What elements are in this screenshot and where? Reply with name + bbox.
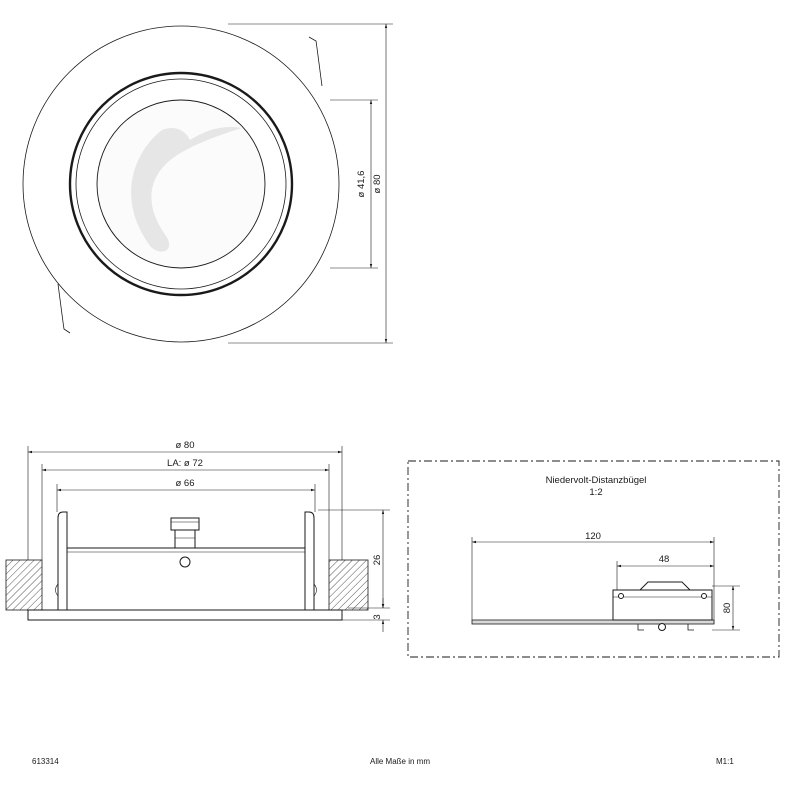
spring-right [304,511,315,611]
bracket-housing [612,589,713,621]
bracket-pin [658,623,666,631]
bracket-screw-right [701,593,707,599]
detail-scale: 1:2 [589,487,602,498]
outer-flange-circle [22,25,340,343]
top-view: ø 41,6 ø 80 [22,23,393,344]
terminal-block-base [174,529,196,549]
footer: 613314 Alle Maße in mm M1:1 [32,757,734,766]
spring-clip-top-right [308,36,323,87]
dim-label-length: 120 [585,531,601,542]
article-number: 613314 [32,757,59,766]
bracket-plate [471,619,715,625]
spring-left-hook [55,583,59,597]
side-view: ø 80 LA: ø 72 ø 66 26 3 [5,440,390,632]
bracket-housing-top [638,581,692,591]
trim-ring-inner [75,78,287,290]
ceiling-section-right [328,559,369,611]
spring-right-hook [313,583,317,597]
cable-hole [179,556,191,568]
dim-label-flange: 3 [372,614,383,619]
drawing-scale: M1:1 [716,757,734,766]
fixture-flange [27,609,343,621]
spring-left [57,511,68,611]
terminal-block-top [170,517,200,531]
detail-frame [407,460,780,658]
dim-label-height-detail: 80 [722,603,733,614]
dim-label-glass: ø 41,6 [356,171,367,198]
dim-label-side-80: ø 80 [175,440,194,451]
bracket-screw-left [618,593,624,599]
dim-label-outer: ø 80 [372,174,383,193]
dim-label-height: 26 [372,555,383,566]
dim-label-body: ø 66 [175,478,194,489]
bracket-clip-left [637,624,644,631]
bracket-clip-right [687,624,694,631]
dim-label-width: 48 [659,554,670,565]
glass-lens [96,99,266,269]
trim-ring-outer [68,71,294,297]
ceiling-section-left [5,559,43,611]
dim-label-cutout: LA: ø 72 [167,458,203,469]
units-note: Alle Maße in mm [370,757,430,766]
glass-reflection [131,127,242,252]
bracket-detail: Niedervolt-Distanzbügel 1:2 120 48 80 [407,460,780,658]
detail-title: Niedervolt-Distanzbügel [546,475,647,486]
spring-clip-bottom-left [57,283,71,334]
